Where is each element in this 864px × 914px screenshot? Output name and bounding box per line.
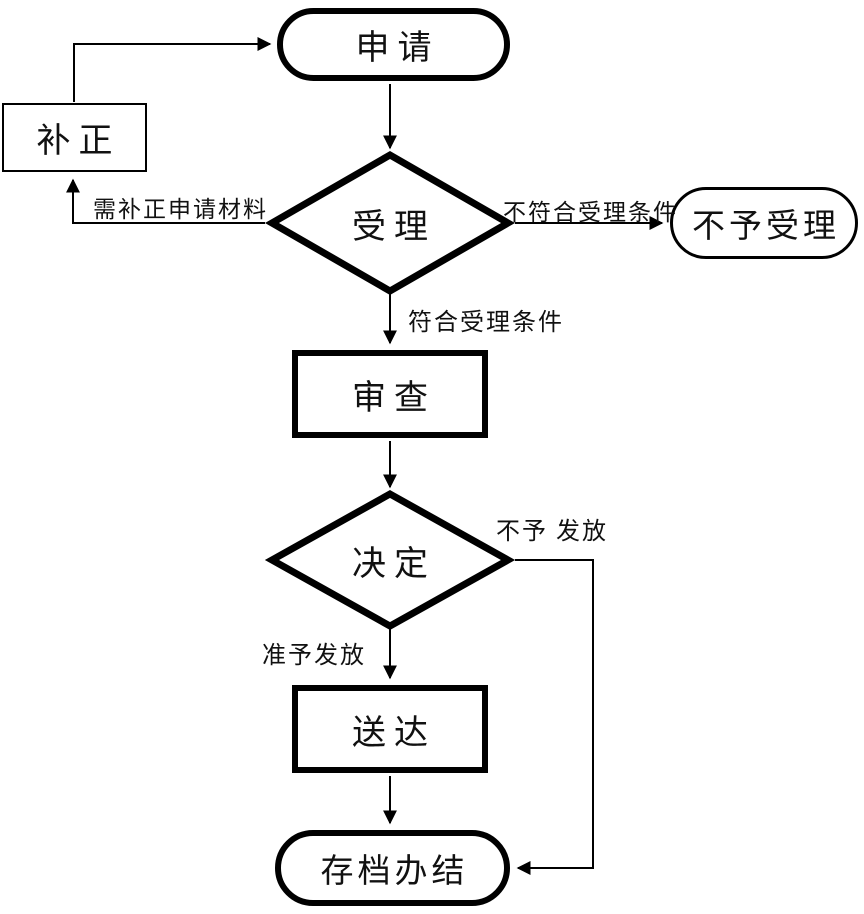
edge-label-not-meet: 不符合受理条件: [503, 200, 678, 225]
node-decision-label: 决定: [352, 545, 436, 583]
decision-diamond-shape: [264, 489, 516, 631]
node-deliver-label: 送达: [352, 714, 436, 752]
edge-label-need-correction: 需补正申请材料: [93, 197, 268, 222]
node-decision: 决定: [320, 532, 460, 588]
edge-correction-to-apply: [73, 37, 272, 102]
node-review: 审查: [292, 350, 488, 438]
node-archive-label: 存档办结: [320, 854, 469, 890]
node-not-accept: 不予受理: [670, 187, 858, 259]
node-review-label: 审查: [352, 379, 436, 417]
node-apply: 申请: [277, 8, 510, 81]
node-accept-label: 受理: [352, 208, 436, 246]
edge-label-meet: 符合受理条件: [408, 310, 564, 336]
node-accept: 受理: [320, 195, 460, 251]
node-correction-label: 补正: [36, 123, 121, 160]
node-correction: 补正: [2, 103, 147, 172]
edge-accept-to-correction: [66, 178, 265, 224]
edge-label-issue: 准予发放: [262, 643, 366, 669]
edge-decision-to-archive: [515, 559, 594, 875]
edge-label-not-issue: 不予 发放: [496, 519, 608, 545]
node-deliver: 送达: [292, 685, 488, 773]
node-apply-label: 申请: [355, 30, 440, 67]
accept-diamond-shape: [264, 150, 516, 296]
node-archive: 存档办结: [275, 830, 510, 906]
node-not-accept-label: 不予受理: [692, 209, 840, 245]
